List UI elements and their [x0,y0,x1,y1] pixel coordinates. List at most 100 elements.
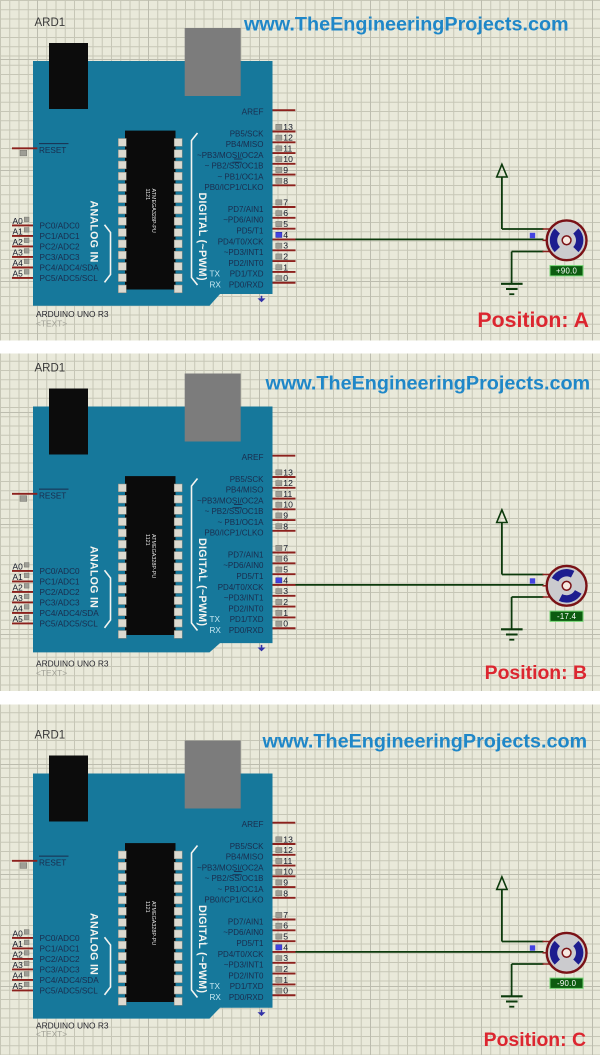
svg-text:PD0/RXD: PD0/RXD [229,281,264,290]
svg-text:PC4/ADC4/SDA: PC4/ADC4/SDA [40,976,100,985]
svg-text:PD5/T1: PD5/T1 [236,939,264,948]
svg-text:1: 1 [283,975,288,985]
svg-text:PB4/MISO: PB4/MISO [226,853,264,862]
svg-text:A4: A4 [13,971,24,981]
svg-text:ATMEGA328P-PU: ATMEGA328P-PU [150,189,156,233]
svg-text:PD4/T0/XCK: PD4/T0/XCK [218,237,264,246]
svg-text:A3: A3 [13,248,24,258]
svg-text:~PD6/AIN0: ~PD6/AIN0 [223,561,264,570]
svg-text:TX: TX [210,270,221,279]
svg-text:RX: RX [210,626,222,635]
svg-text:A5: A5 [13,269,24,279]
svg-text:A1: A1 [13,939,24,949]
svg-text:1121: 1121 [144,189,150,201]
svg-text:AREF: AREF [242,108,264,117]
svg-text:4: 4 [283,575,288,585]
svg-text:Position: B: Position: B [485,662,587,684]
svg-text:ANALOG IN: ANALOG IN [88,546,100,608]
svg-text:www.TheEngineeringProjects.com: www.TheEngineeringProjects.com [243,14,569,36]
svg-text:ARDUINO UNO R3: ARDUINO UNO R3 [36,309,109,319]
svg-text:5: 5 [283,219,288,229]
svg-text:PC5/ADC5/SCL: PC5/ADC5/SCL [40,986,99,995]
svg-text:~: ~ [204,571,209,581]
svg-text:~PB3/MOSI/OC2A: ~PB3/MOSI/OC2A [197,151,264,160]
svg-text:PD4/T0/XCK: PD4/T0/XCK [218,583,264,592]
svg-text:PD1/TXD: PD1/TXD [230,270,264,279]
svg-text:PD2/INT0: PD2/INT0 [228,604,264,613]
svg-text:RX: RX [210,993,222,1002]
svg-text:A3: A3 [13,593,24,603]
svg-text:10: 10 [283,154,293,164]
svg-text:7: 7 [283,910,288,920]
svg-text:PC1/ADC1: PC1/ADC1 [40,577,80,586]
svg-text:~PD3/INT1: ~PD3/INT1 [224,961,264,970]
svg-text:A5: A5 [13,981,24,991]
svg-text:A4: A4 [13,258,24,268]
svg-text:3: 3 [283,241,288,251]
svg-text:6: 6 [283,208,288,218]
svg-text:12: 12 [283,845,293,855]
svg-text:PB5/SCK: PB5/SCK [230,842,264,851]
svg-text:1121: 1121 [144,901,150,913]
svg-text:PC2/ADC2: PC2/ADC2 [40,588,80,597]
svg-text:1: 1 [283,608,288,618]
svg-text:ANALOG IN: ANALOG IN [88,913,100,975]
svg-text:<TEXT>: <TEXT> [36,1029,67,1039]
svg-text:TX: TX [210,615,221,624]
svg-text:PC2/ADC2: PC2/ADC2 [40,242,80,251]
svg-text:~PD6/AIN0: ~PD6/AIN0 [223,928,264,937]
svg-text:4: 4 [283,942,288,952]
svg-text:PC3/ADC3: PC3/ADC3 [40,253,80,262]
svg-text:DIGITAL (~PWM): DIGITAL (~PWM) [196,905,208,993]
svg-text:12: 12 [283,133,293,143]
svg-text:ATMEGA328P-PU: ATMEGA328P-PU [150,901,156,945]
svg-text:PD5/T1: PD5/T1 [236,572,264,581]
svg-text:3: 3 [283,953,288,963]
svg-text:<TEXT>: <TEXT> [36,319,67,329]
svg-text:13: 13 [283,834,293,844]
svg-text:ARD1: ARD1 [35,363,66,375]
svg-text:PC4/ADC4/SDA: PC4/ADC4/SDA [40,263,100,272]
svg-text:2: 2 [283,597,288,607]
svg-text:~ PB1/OC1A: ~ PB1/OC1A [217,885,264,894]
svg-text:ARDUINO UNO R3: ARDUINO UNO R3 [36,658,109,668]
svg-text:2: 2 [283,964,288,974]
svg-text:PC0/ADC0: PC0/ADC0 [40,567,80,576]
svg-text:AREF: AREF [242,453,264,462]
svg-text:A3: A3 [13,960,24,970]
svg-text:PC5/ADC5/SCL: PC5/ADC5/SCL [40,619,99,628]
svg-text:7: 7 [283,197,288,207]
svg-text:PD1/TXD: PD1/TXD [230,615,264,624]
svg-text:A1: A1 [13,227,24,237]
svg-text:6: 6 [283,554,288,564]
svg-text:PD5/T1: PD5/T1 [236,226,264,235]
svg-text:PB0/ICP1/CLKO: PB0/ICP1/CLKO [204,529,263,538]
svg-text:PC5/ADC5/SCL: PC5/ADC5/SCL [40,274,99,283]
svg-text:TX: TX [210,982,221,991]
svg-text:DIGITAL (~PWM): DIGITAL (~PWM) [196,538,208,626]
svg-text:4: 4 [283,230,288,240]
svg-text:PC1/ADC1: PC1/ADC1 [40,232,80,241]
svg-text:11: 11 [283,856,292,866]
svg-text:13: 13 [283,122,293,132]
svg-text:9: 9 [283,510,288,520]
svg-text:PD2/INT0: PD2/INT0 [228,259,264,268]
svg-text:3: 3 [283,586,288,596]
svg-text:RESET: RESET [39,858,66,867]
svg-text:RESET: RESET [39,146,66,155]
svg-text:1121: 1121 [144,534,150,546]
svg-text:AREF: AREF [242,820,264,829]
svg-text:ATMEGA328P-PU: ATMEGA328P-PU [150,534,156,578]
svg-text:~PB3/MOSI/OC2A: ~PB3/MOSI/OC2A [197,863,264,872]
svg-text:PB5/SCK: PB5/SCK [230,129,264,138]
svg-text:PD7/AIN1: PD7/AIN1 [228,550,264,559]
svg-text:11: 11 [283,143,292,153]
svg-text:PD7/AIN1: PD7/AIN1 [228,917,264,926]
svg-text:DIGITAL (~PWM): DIGITAL (~PWM) [196,193,208,281]
svg-text:-17.4: -17.4 [557,612,577,621]
svg-text:PC4/ADC4/SDA: PC4/ADC4/SDA [40,609,100,618]
svg-text:8: 8 [283,888,288,898]
svg-text:0: 0 [283,986,288,996]
svg-text:A0: A0 [13,562,24,572]
svg-text:A2: A2 [13,237,24,247]
